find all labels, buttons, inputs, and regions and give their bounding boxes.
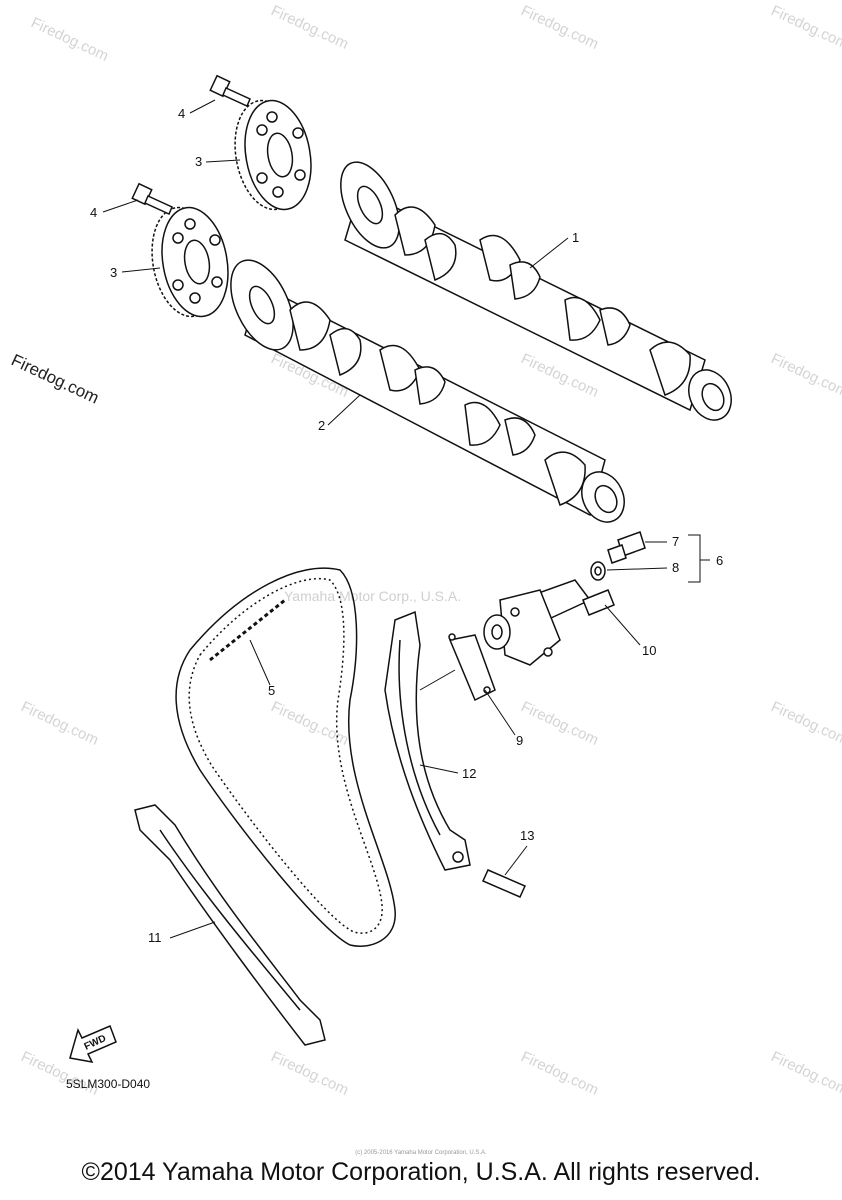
watermark-text: Firedog.com: [768, 698, 842, 749]
callout-9: 9: [516, 733, 523, 748]
watermark-text: Firedog.com: [518, 2, 601, 53]
watermark-side: Firedog.com: [8, 350, 102, 407]
sprocket-bolt-lower: [131, 182, 173, 216]
callout-13: 13: [520, 828, 534, 843]
tiny-note: (c) 2005-2016 Yamaha Motor Corporation, …: [355, 1150, 487, 1156]
watermark-text: Firedog.com: [268, 698, 351, 749]
tensioner-cap-bolt: [607, 531, 646, 564]
camshaft-2: [230, 259, 625, 523]
callout-3-lower: 3: [110, 265, 117, 280]
diagram-code: 5SLM300-D040: [66, 1077, 150, 1091]
watermark-text: Firedog.com: [768, 350, 842, 401]
watermark-center: Yamaha Motor Corp., U.S.A.: [284, 588, 461, 604]
callout-4-lower: 4: [90, 205, 97, 220]
gasket-washer: [590, 561, 606, 581]
callout-5: 5: [268, 683, 275, 698]
cam-sprocket-upper: [234, 99, 312, 211]
watermark-text: Firedog.com: [268, 2, 351, 53]
cam-chain: [175, 567, 396, 947]
callout-12: 12: [462, 766, 476, 781]
callout-10: 10: [642, 643, 656, 658]
callout-8: 8: [672, 560, 679, 575]
watermark-text: Firedog.com: [18, 698, 101, 749]
callout-4-upper: 4: [178, 106, 185, 121]
watermark-grid: Firedog.com Firedog.com Firedog.com Fire…: [8, 2, 842, 1099]
cam-sprocket-lower: [151, 206, 229, 318]
callout-6: 6: [716, 553, 723, 568]
camshaft-1: [340, 161, 732, 421]
chain-tensioner: [483, 579, 592, 666]
callout-11: 11: [148, 930, 162, 945]
watermark-text: Firedog.com: [518, 1048, 601, 1099]
callout-7: 7: [672, 534, 679, 549]
watermark-text: Firedog.com: [768, 1048, 842, 1099]
leader-lines: [102, 99, 710, 939]
sprocket-bolt-upper: [209, 74, 251, 108]
tensioner-bolt: [582, 589, 615, 616]
callout-labels: 4 3 4 3 1 2 5 7 8 6 10 9 12 13 11: [90, 106, 723, 945]
callout-3-upper: 3: [195, 154, 202, 169]
guide-pin: [482, 869, 526, 898]
watermark-text: Firedog.com: [768, 2, 842, 53]
chain-guide-stopper: [134, 804, 326, 1046]
chain-guide-tensioner-side: [384, 610, 471, 871]
watermark-text: Firedog.com: [518, 698, 601, 749]
copyright-notice: ©2014 Yamaha Motor Corporation, U.S.A. A…: [81, 1158, 761, 1186]
callout-1: 1: [572, 230, 579, 245]
watermark-text: Firedog.com: [28, 14, 111, 65]
callout-2: 2: [318, 418, 325, 433]
watermark-text: Firedog.com: [268, 1048, 351, 1099]
fwd-arrow-icon: FWD: [69, 1025, 117, 1064]
